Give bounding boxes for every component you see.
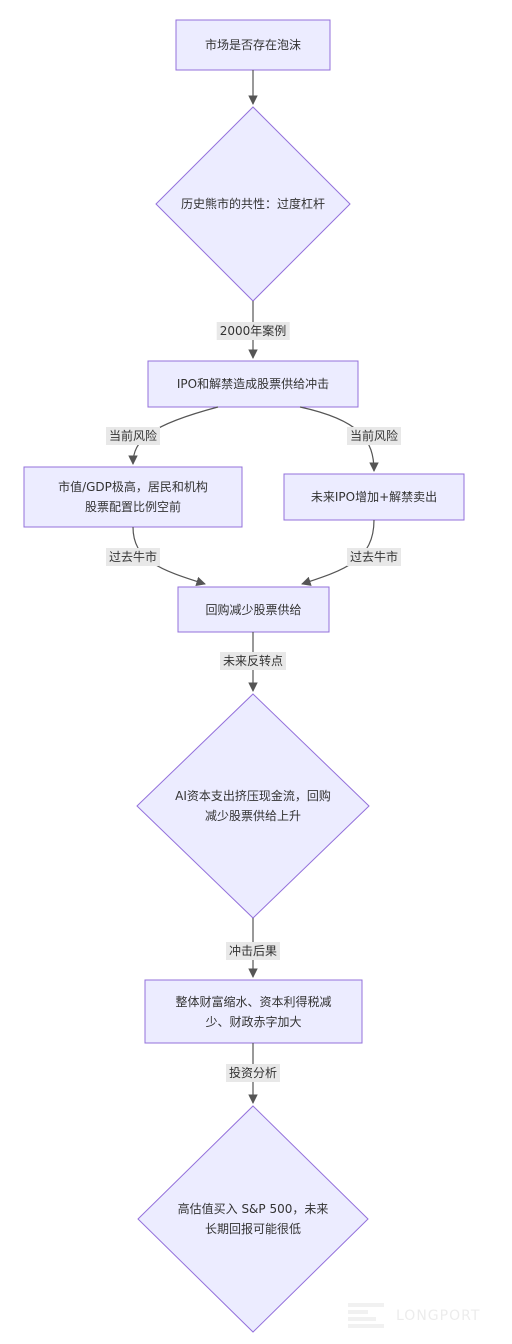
node-ipo-shock: IPO和解禁造成股票供给冲击	[176, 377, 330, 391]
edge-label-case-2000: 2000年案例	[216, 322, 290, 340]
node-ipo-shock-box	[147, 360, 359, 408]
edge-label-analysis: 投资分析	[225, 1064, 281, 1082]
node-valuation-diamond	[137, 1105, 369, 1333]
node-wealth: 整体财富缩水、资本利得税减 少、财政赤字加大	[175, 994, 332, 1029]
longport-watermark: LONGPORT	[346, 1296, 506, 1336]
node-allocation: 市值/GDP极高，居民和机构 股票配置比例空前	[58, 480, 208, 514]
watermark-text: LONGPORT	[396, 1308, 481, 1324]
edge-label-shock-result: 冲击后果	[225, 942, 281, 960]
node-wealth-box	[144, 979, 363, 1044]
node-leverage: 历史熊市的共性：过度杠杆	[180, 197, 325, 211]
node-buyback-box	[177, 586, 330, 633]
node-future-ipo: 未来IPO增加+解禁卖出	[310, 490, 438, 504]
node-valuation: 高估值买入 S&P 500，未来 长期回报可能很低	[177, 1202, 329, 1236]
edge-label-past-left: 过去牛市	[105, 548, 161, 566]
node-allocation-box	[23, 466, 243, 528]
edge-label-risk-left: 当前风险	[105, 427, 161, 445]
edge-label-turning-point: 未来反转点	[219, 652, 287, 670]
node-future-ipo-box	[283, 473, 465, 521]
edge-label-risk-right: 当前风险	[346, 427, 402, 445]
node-bubble: 市场是否存在泡沫	[204, 38, 301, 52]
node-ai-capex: AI资本支出挤压现金流，回购 减少股票供给上升	[175, 789, 331, 823]
edge-label-past-right: 过去牛市	[346, 548, 402, 566]
node-bubble-box	[175, 19, 331, 71]
longport-logo-icon	[348, 1303, 384, 1328]
node-buyback: 回购减少股票供给	[205, 602, 302, 617]
